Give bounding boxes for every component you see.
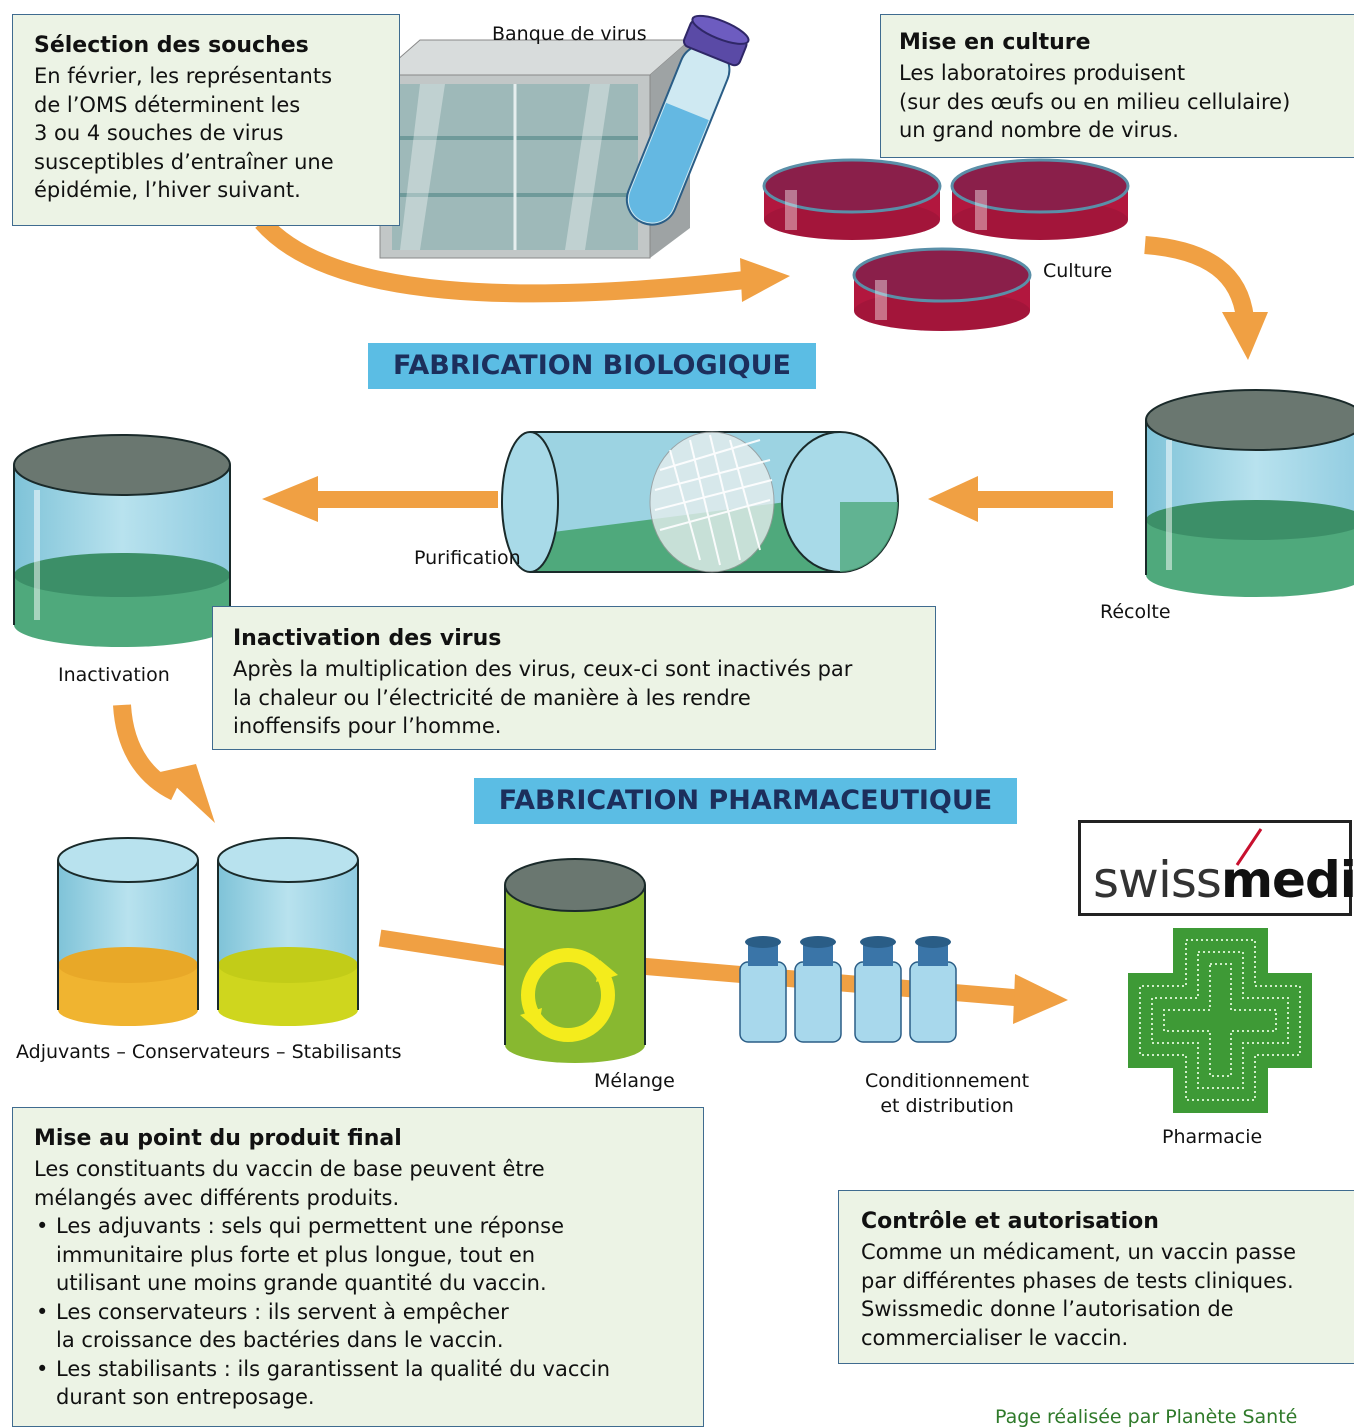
arrow-harvest-to-purification (928, 476, 1113, 522)
label-mixing: Mélange (594, 1070, 675, 1092)
selection-text: En février, les représentants de l’OMS d… (34, 64, 334, 202)
banner-biological: FABRICATION BIOLOGIQUE (368, 343, 816, 389)
inactivation-container (13, 434, 231, 647)
control-title: Contrôle et autorisation (861, 1209, 1159, 1234)
additive-jar-yellow (217, 837, 359, 1026)
final-product-title: Mise au point du produit final (34, 1126, 402, 1151)
label-purification: Purification (414, 547, 521, 569)
arrow-selection-to-culture (255, 215, 790, 303)
vial-3 (854, 936, 902, 1043)
culture-box: Mise en culture Les laboratoires produis… (880, 14, 1354, 158)
swissmedic-logo: swissmedic (1078, 820, 1354, 916)
vial-1 (739, 936, 787, 1043)
petri-dish-2 (950, 158, 1130, 240)
list-item: Les stabilisants : ils garantissent la q… (36, 1355, 703, 1412)
label-inactivation: Inactivation (58, 664, 170, 686)
inactivation-text: Après la multiplication des virus, ceux-… (233, 657, 853, 738)
label-additives: Adjuvants – Conservateurs – Stabilisants (16, 1041, 402, 1063)
vials (739, 936, 957, 1043)
label-harvest: Récolte (1100, 601, 1171, 623)
pharmacy-cross-icon (1128, 928, 1312, 1113)
label-virus-bank: Banque de virus (492, 23, 647, 45)
label-packaging: Conditionnement et distribution (865, 1070, 1030, 1117)
vial-4 (909, 936, 957, 1043)
arrow-purification-to-inactivation (262, 476, 498, 522)
list-item: Les adjuvants : sels qui permettent une … (36, 1212, 703, 1298)
label-culture: Culture (1043, 260, 1113, 282)
control-box: Contrôle et autorisation Comme un médica… (838, 1190, 1354, 1364)
culture-title: Mise en culture (899, 30, 1091, 55)
list-item: Les conservateurs : ils servent à empêch… (36, 1298, 703, 1355)
vial-2 (794, 936, 842, 1043)
final-product-box: Mise au point du produit final Les const… (12, 1107, 704, 1427)
arrow-additives-to-pharmacy (378, 929, 1068, 1024)
logo-wordmark: swissmedic (1093, 851, 1354, 909)
inactivation-box: Inactivation des virus Après la multipli… (212, 606, 936, 750)
additive-jar-orange (57, 837, 199, 1026)
harvest-container (1145, 389, 1354, 597)
arrow-culture-to-harvest (1144, 236, 1268, 360)
culture-text: Les laboratoires produisent (sur des œuf… (899, 61, 1291, 142)
purification-drum (501, 431, 899, 573)
final-product-list: Les adjuvants : sels qui permettent une … (34, 1212, 703, 1412)
arrow-inactivation-to-additives (113, 704, 215, 823)
mixing-container (504, 858, 646, 1063)
control-text: Comme un médicament, un vaccin passe par… (861, 1240, 1297, 1350)
selection-box: Sélection des souches En février, les re… (12, 14, 400, 226)
logo-slash-mark (1235, 828, 1263, 866)
final-product-intro: Les constituants du vaccin de base peuve… (34, 1157, 545, 1210)
inactivation-title: Inactivation des virus (233, 626, 502, 651)
credit-text: Page réalisée par Planète Santé (995, 1406, 1298, 1428)
petri-dish-1 (762, 158, 942, 240)
selection-title: Sélection des souches (34, 33, 309, 58)
test-tube (625, 14, 750, 226)
petri-dish-3 (852, 247, 1032, 331)
virus-bank-cabinet (378, 39, 692, 259)
banner-pharmaceutical: FABRICATION PHARMACEUTIQUE (474, 778, 1017, 824)
label-pharmacy: Pharmacie (1162, 1126, 1263, 1148)
